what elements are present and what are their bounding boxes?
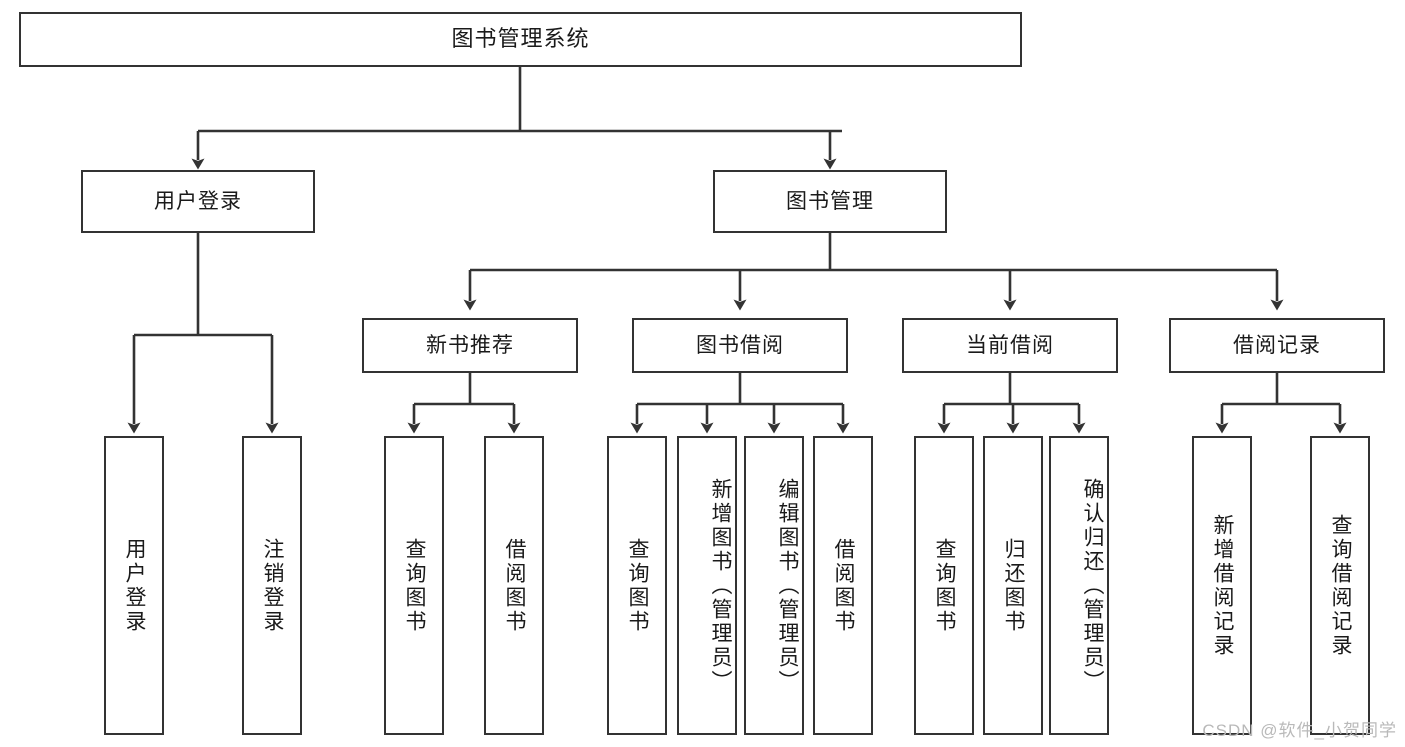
node-label: 注销登录 [261,537,284,634]
node-user-login[interactable]: 用户登录 [81,170,315,233]
leaf-add-borrow-record[interactable]: 新增借阅记录 [1192,436,1252,735]
node-label: 新增图书（管理员） [709,477,732,694]
leaf-return-book[interactable]: 归还图书 [983,436,1043,735]
leaf-borrow-book[interactable]: 借阅图书 [813,436,873,735]
node-label: 查询借阅记录 [1329,513,1352,658]
node-borrow-record[interactable]: 借阅记录 [1169,318,1385,373]
node-label: 当前借阅 [966,333,1054,357]
leaf-borrow-book-recommend[interactable]: 借阅图书 [484,436,544,735]
node-root-system[interactable]: 图书管理系统 [19,12,1022,67]
node-label: 借阅图书 [832,537,855,634]
node-label: 借阅图书 [503,537,526,634]
node-label: 新书推荐 [426,333,514,357]
node-label: 用户登录 [154,189,242,213]
node-label: 编辑图书（管理员） [776,477,799,694]
node-label: 新增借阅记录 [1211,513,1234,658]
watermark-text: CSDN @软件_小贺同学 [1202,721,1397,740]
leaf-logout[interactable]: 注销登录 [242,436,302,735]
node-label: 用户登录 [123,537,146,634]
node-label: 确认归还（管理员） [1081,477,1104,694]
node-label: 借阅记录 [1233,333,1321,357]
leaf-query-book-current[interactable]: 查询图书 [914,436,974,735]
node-label: 查询图书 [626,537,649,634]
leaf-query-borrow-record[interactable]: 查询借阅记录 [1310,436,1370,735]
node-label: 归还图书 [1002,537,1025,634]
leaf-query-book-recommend[interactable]: 查询图书 [384,436,444,735]
leaf-edit-book[interactable]: 编辑图书（管理员） [744,436,804,735]
node-label: 查询图书 [933,537,956,634]
node-label: 图书管理系统 [451,26,590,52]
node-current-borrow[interactable]: 当前借阅 [902,318,1118,373]
leaf-confirm-return[interactable]: 确认归还（管理员） [1049,436,1109,735]
leaf-add-book[interactable]: 新增图书（管理员） [677,436,737,735]
node-new-book-recommend[interactable]: 新书推荐 [362,318,578,373]
node-label: 图书借阅 [696,333,784,357]
node-label: 查询图书 [403,537,426,634]
node-book-manage[interactable]: 图书管理 [713,170,947,233]
leaf-query-book-borrow[interactable]: 查询图书 [607,436,667,735]
leaf-user-login[interactable]: 用户登录 [104,436,164,735]
node-book-borrow[interactable]: 图书借阅 [632,318,848,373]
node-label: 图书管理 [786,189,874,213]
